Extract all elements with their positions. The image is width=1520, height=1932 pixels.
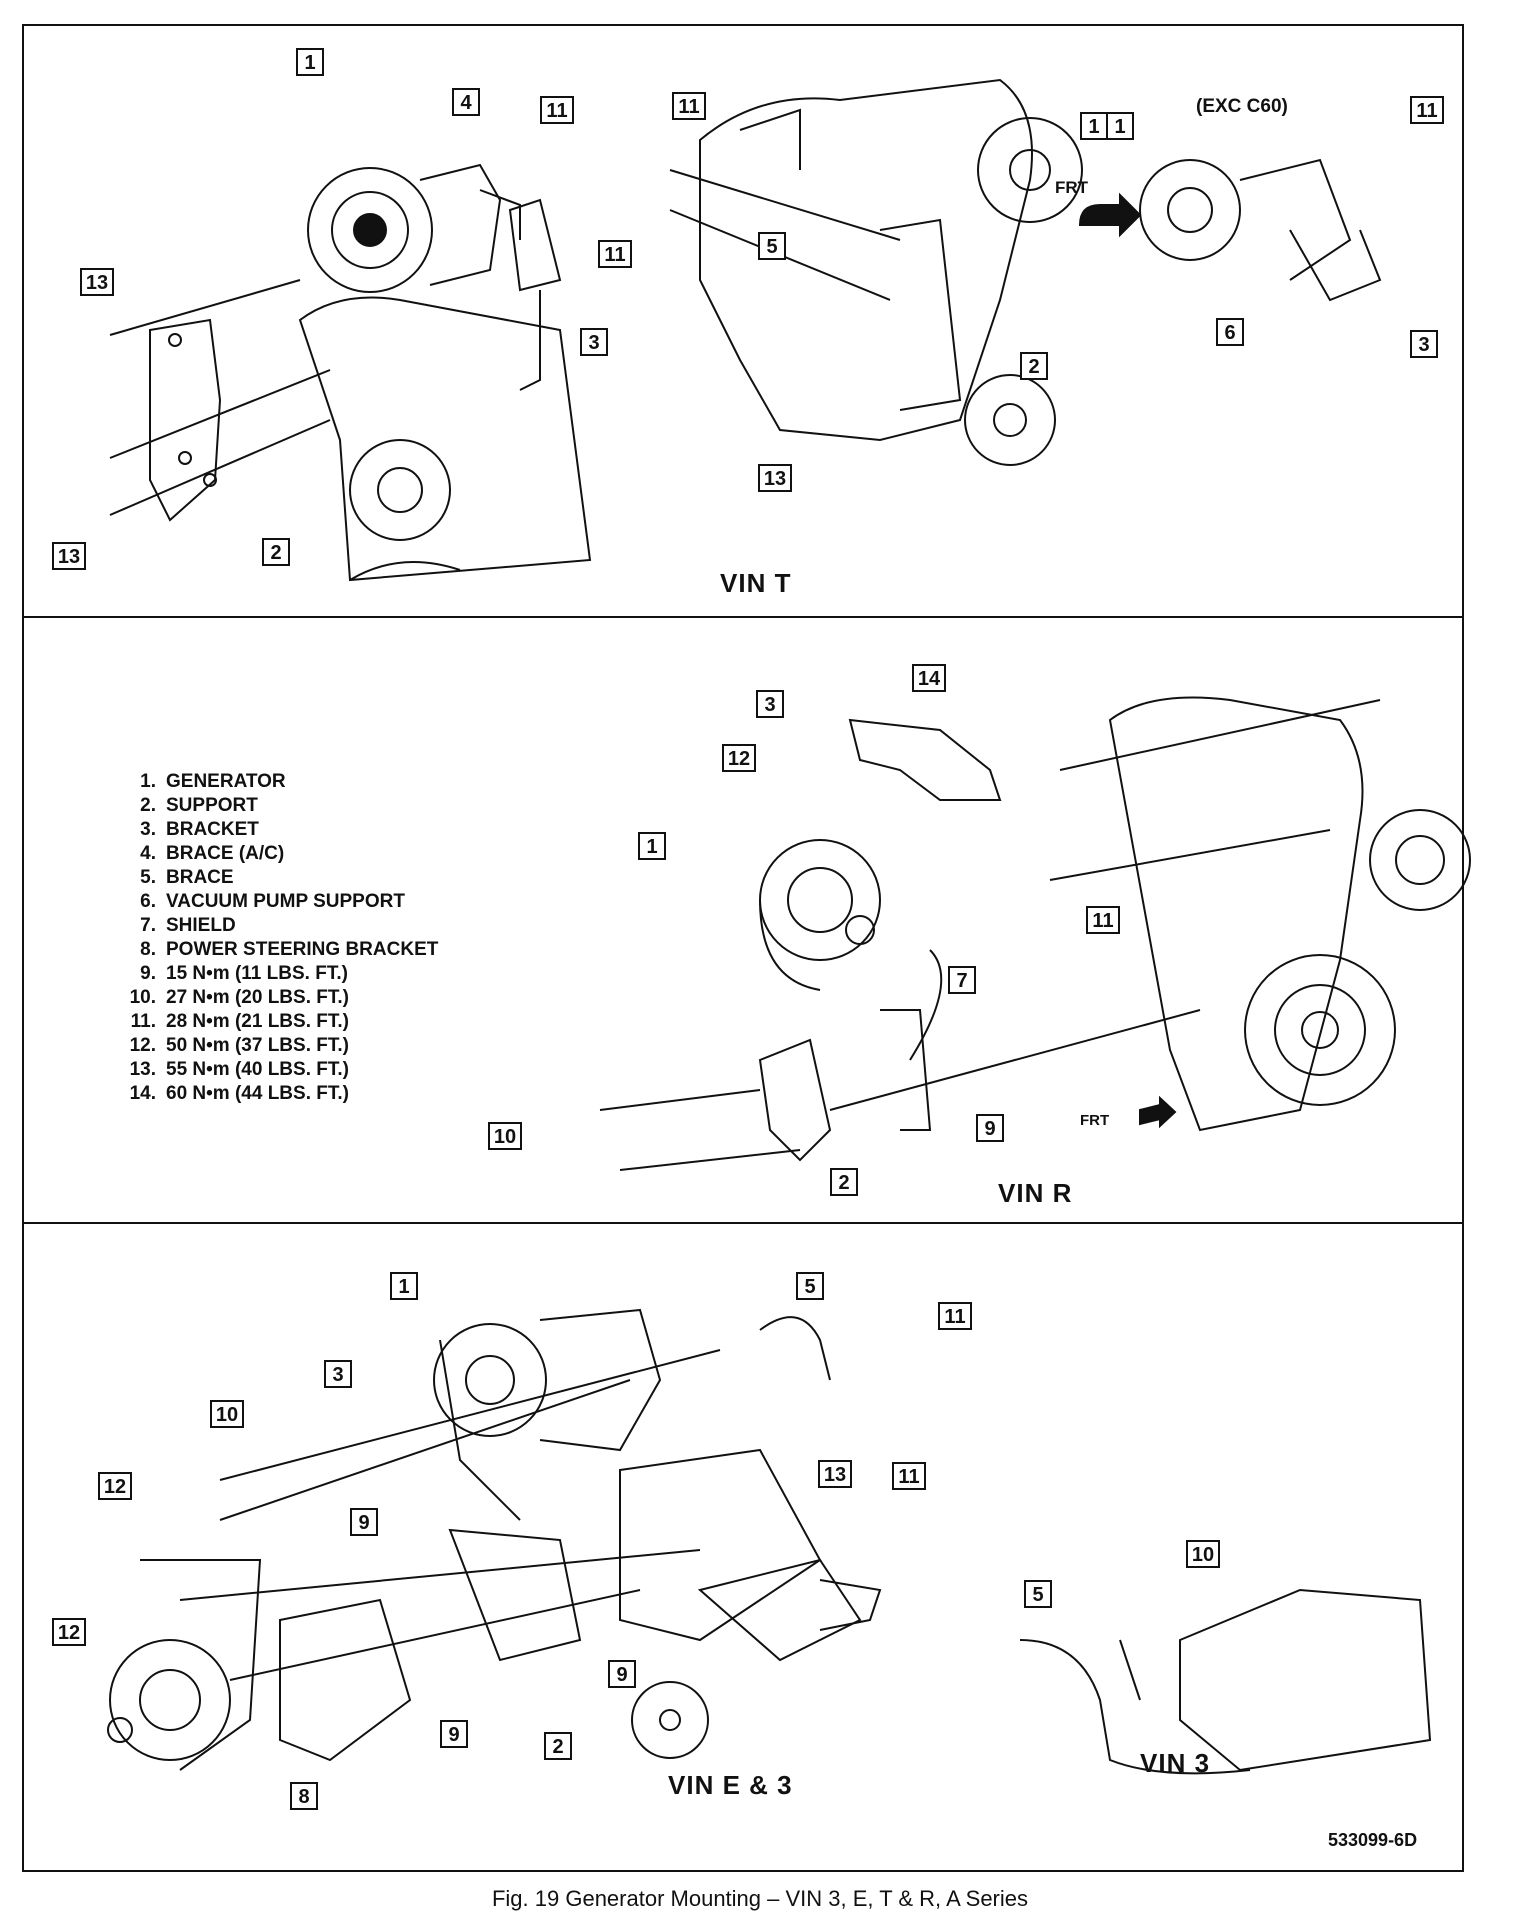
legend-item: 4.BRACE (A/C)	[140, 843, 285, 864]
panel-divider-top	[22, 616, 1464, 618]
legend-item: 14.60 N•m (44 LBS. FT.)	[129, 1083, 349, 1104]
callout-top-right: 3	[1410, 330, 1438, 358]
legend-item: 3.BRACKET	[140, 819, 259, 840]
parts-legend: 1.GENERATOR 2.SUPPORT 3.BRACKET 4.BRACE …	[108, 770, 439, 1106]
legend-item: 5.BRACE	[140, 867, 234, 888]
callout-middle: 14	[912, 664, 946, 692]
callout-bottom-left: 12	[52, 1618, 86, 1646]
callout-top-left: 2	[262, 538, 290, 566]
figure-number: 533099-6D	[1328, 1830, 1418, 1850]
legend-item: 10.27 N•m (20 LBS. FT.)	[129, 987, 349, 1008]
callout-top-left: 13	[80, 268, 114, 296]
front-label-middle: FRT	[1080, 1112, 1110, 1129]
bottom-left-generator-drawing	[433, 1308, 662, 1521]
callout-top-right: 11	[672, 92, 706, 120]
callout-top-right: 13	[758, 464, 792, 492]
figure-frame	[22, 24, 1464, 1872]
callout-bottom-left: 9	[350, 1508, 378, 1536]
variant-note: (EXC C60)	[1196, 96, 1288, 117]
callout-top-left: 4	[452, 88, 480, 116]
callout-middle: 10	[488, 1122, 522, 1150]
middle-engine-drawing	[1049, 696, 1471, 1132]
legend-item: 13.55 N•m (40 LBS. FT.)	[129, 1059, 349, 1080]
callout-bottom-left: 11	[938, 1302, 972, 1330]
front-label-top: FRT	[1055, 178, 1089, 197]
legend-item: 11.28 N•m (21 LBS. FT.)	[130, 1011, 349, 1032]
callout-top-left: 11	[540, 96, 574, 124]
legend-item: 1.GENERATOR	[140, 771, 286, 792]
top-left-engine-drawing	[109, 279, 592, 582]
legend-item: 6.VACUUM PUMP SUPPORT	[140, 891, 405, 912]
callout-top-left: 11	[598, 240, 632, 268]
panel-title-vin-3: VIN 3	[1140, 1748, 1211, 1778]
middle-bracket-drawing	[848, 718, 1002, 801]
callout-bottom-left: 1	[390, 1272, 418, 1300]
legend-item: 9.15 N•m (11 LBS. FT.)	[140, 963, 348, 984]
callout-top-right: 2	[1020, 352, 1048, 380]
middle-generator-drawing	[599, 839, 1201, 1171]
panel-title-vin-t: VIN T	[720, 568, 792, 598]
legend-item: 2.SUPPORT	[140, 795, 258, 816]
callout-top-right: 1	[1106, 112, 1134, 140]
callout-bottom-left: 5	[796, 1272, 824, 1300]
panel-title-vin-e-3: VIN E & 3	[668, 1770, 793, 1800]
callout-bottom-left: 3	[324, 1360, 352, 1388]
callout-bottom-left: 13	[818, 1460, 852, 1488]
bottom-right-engine-drawing	[1019, 1588, 1432, 1775]
top-right-engine-drawing	[669, 78, 1083, 466]
callout-bottom-left: 9	[440, 1720, 468, 1748]
callout-top-right: 6	[1216, 318, 1244, 346]
callout-top-right: 5	[758, 232, 786, 260]
callout-bottom-right: 5	[1024, 1580, 1052, 1608]
top-left-support-bracket-drawing	[149, 198, 562, 522]
callout-middle: 7	[948, 966, 976, 994]
callout-bottom-left: 2	[544, 1732, 572, 1760]
callout-top-left: 13	[52, 542, 86, 570]
legend-item: 8.POWER STEERING BRACKET	[140, 939, 439, 960]
top-left-generator-drawing	[307, 163, 521, 293]
callout-bottom-left: 12	[98, 1472, 132, 1500]
callout-top-right: 11	[1410, 96, 1444, 124]
callout-middle: 2	[830, 1168, 858, 1196]
callout-top-left: 3	[580, 328, 608, 356]
legend-item: 7.SHIELD	[140, 915, 236, 936]
figure-caption: Fig. 19 Generator Mounting – VIN 3, E, T…	[491, 1886, 1028, 1911]
panel-divider-bottom	[22, 1222, 1464, 1224]
callout-middle: 1	[638, 832, 666, 860]
callout-middle: 11	[1086, 906, 1120, 934]
callout-top-right: 1	[1080, 112, 1108, 140]
callout-bottom-left: 8	[290, 1782, 318, 1810]
callout-bottom-left: 10	[210, 1400, 244, 1428]
top-right-generator-drawing	[1139, 158, 1382, 302]
legend-item: 12.50 N•m (37 LBS. FT.)	[129, 1035, 349, 1056]
callout-bottom-left: 9	[608, 1660, 636, 1688]
callout-middle: 9	[976, 1114, 1004, 1142]
callout-bottom-right: 10	[1186, 1540, 1220, 1568]
callout-top-left: 1	[296, 48, 324, 76]
bottom-left-engine-drawing	[179, 1316, 882, 1759]
callout-middle: 3	[756, 690, 784, 718]
panel-title-vin-r: VIN R	[998, 1178, 1073, 1208]
callout-middle: 12	[722, 744, 756, 772]
callout-bottom-left: 11	[892, 1462, 926, 1490]
bottom-left-pump-drawing	[107, 1528, 582, 1771]
